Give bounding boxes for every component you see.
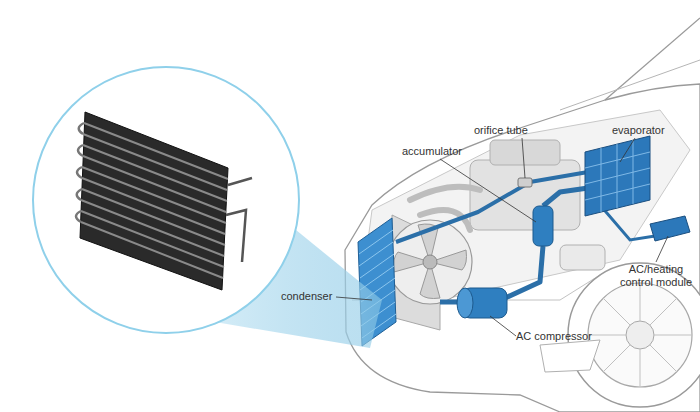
control-module-part: [650, 216, 690, 241]
fan-hub: [423, 255, 437, 269]
inset-condenser-pipes: [226, 178, 252, 262]
part-label: AC compressor: [516, 330, 592, 343]
evaporator-core: [585, 136, 650, 216]
part-label: accumulator: [402, 145, 462, 158]
orifice-tube-part: [518, 178, 532, 187]
leader-line: [656, 236, 668, 262]
inset-condenser-tubes: [81, 123, 228, 278]
windshield-line: [605, 18, 700, 100]
hood-line: [560, 60, 700, 110]
inset-return-bends: [76, 123, 84, 222]
leader-line: [440, 159, 536, 222]
engine-cover: [490, 140, 560, 165]
car-body: [345, 84, 700, 412]
fan-blades: [394, 224, 467, 299]
coolant-tank: [560, 245, 605, 270]
wheel-rim: [588, 283, 692, 387]
inset-circle: [33, 67, 299, 333]
part-label: orifice tube: [474, 124, 528, 137]
engine-block: [470, 160, 580, 230]
leader-line: [522, 138, 525, 178]
evaporator-outlet-line: [543, 188, 588, 206]
wheel-spokes: [588, 283, 692, 387]
part-label: evaporator: [612, 124, 665, 137]
suction-line: [505, 246, 543, 298]
liquid-line: [396, 172, 588, 242]
accumulator-part: [533, 206, 553, 246]
leader-line: [620, 138, 635, 162]
inset-condenser-core: [80, 112, 228, 290]
leader-line: [490, 316, 516, 336]
headlight: [540, 340, 600, 372]
evaporator-grid: [585, 140, 650, 212]
part-label: condenser: [281, 290, 332, 303]
leader-line: [336, 297, 372, 300]
part-label: AC/heating control module: [614, 263, 698, 289]
wheel-hub: [626, 321, 654, 349]
compressor-pulley: [457, 288, 473, 318]
